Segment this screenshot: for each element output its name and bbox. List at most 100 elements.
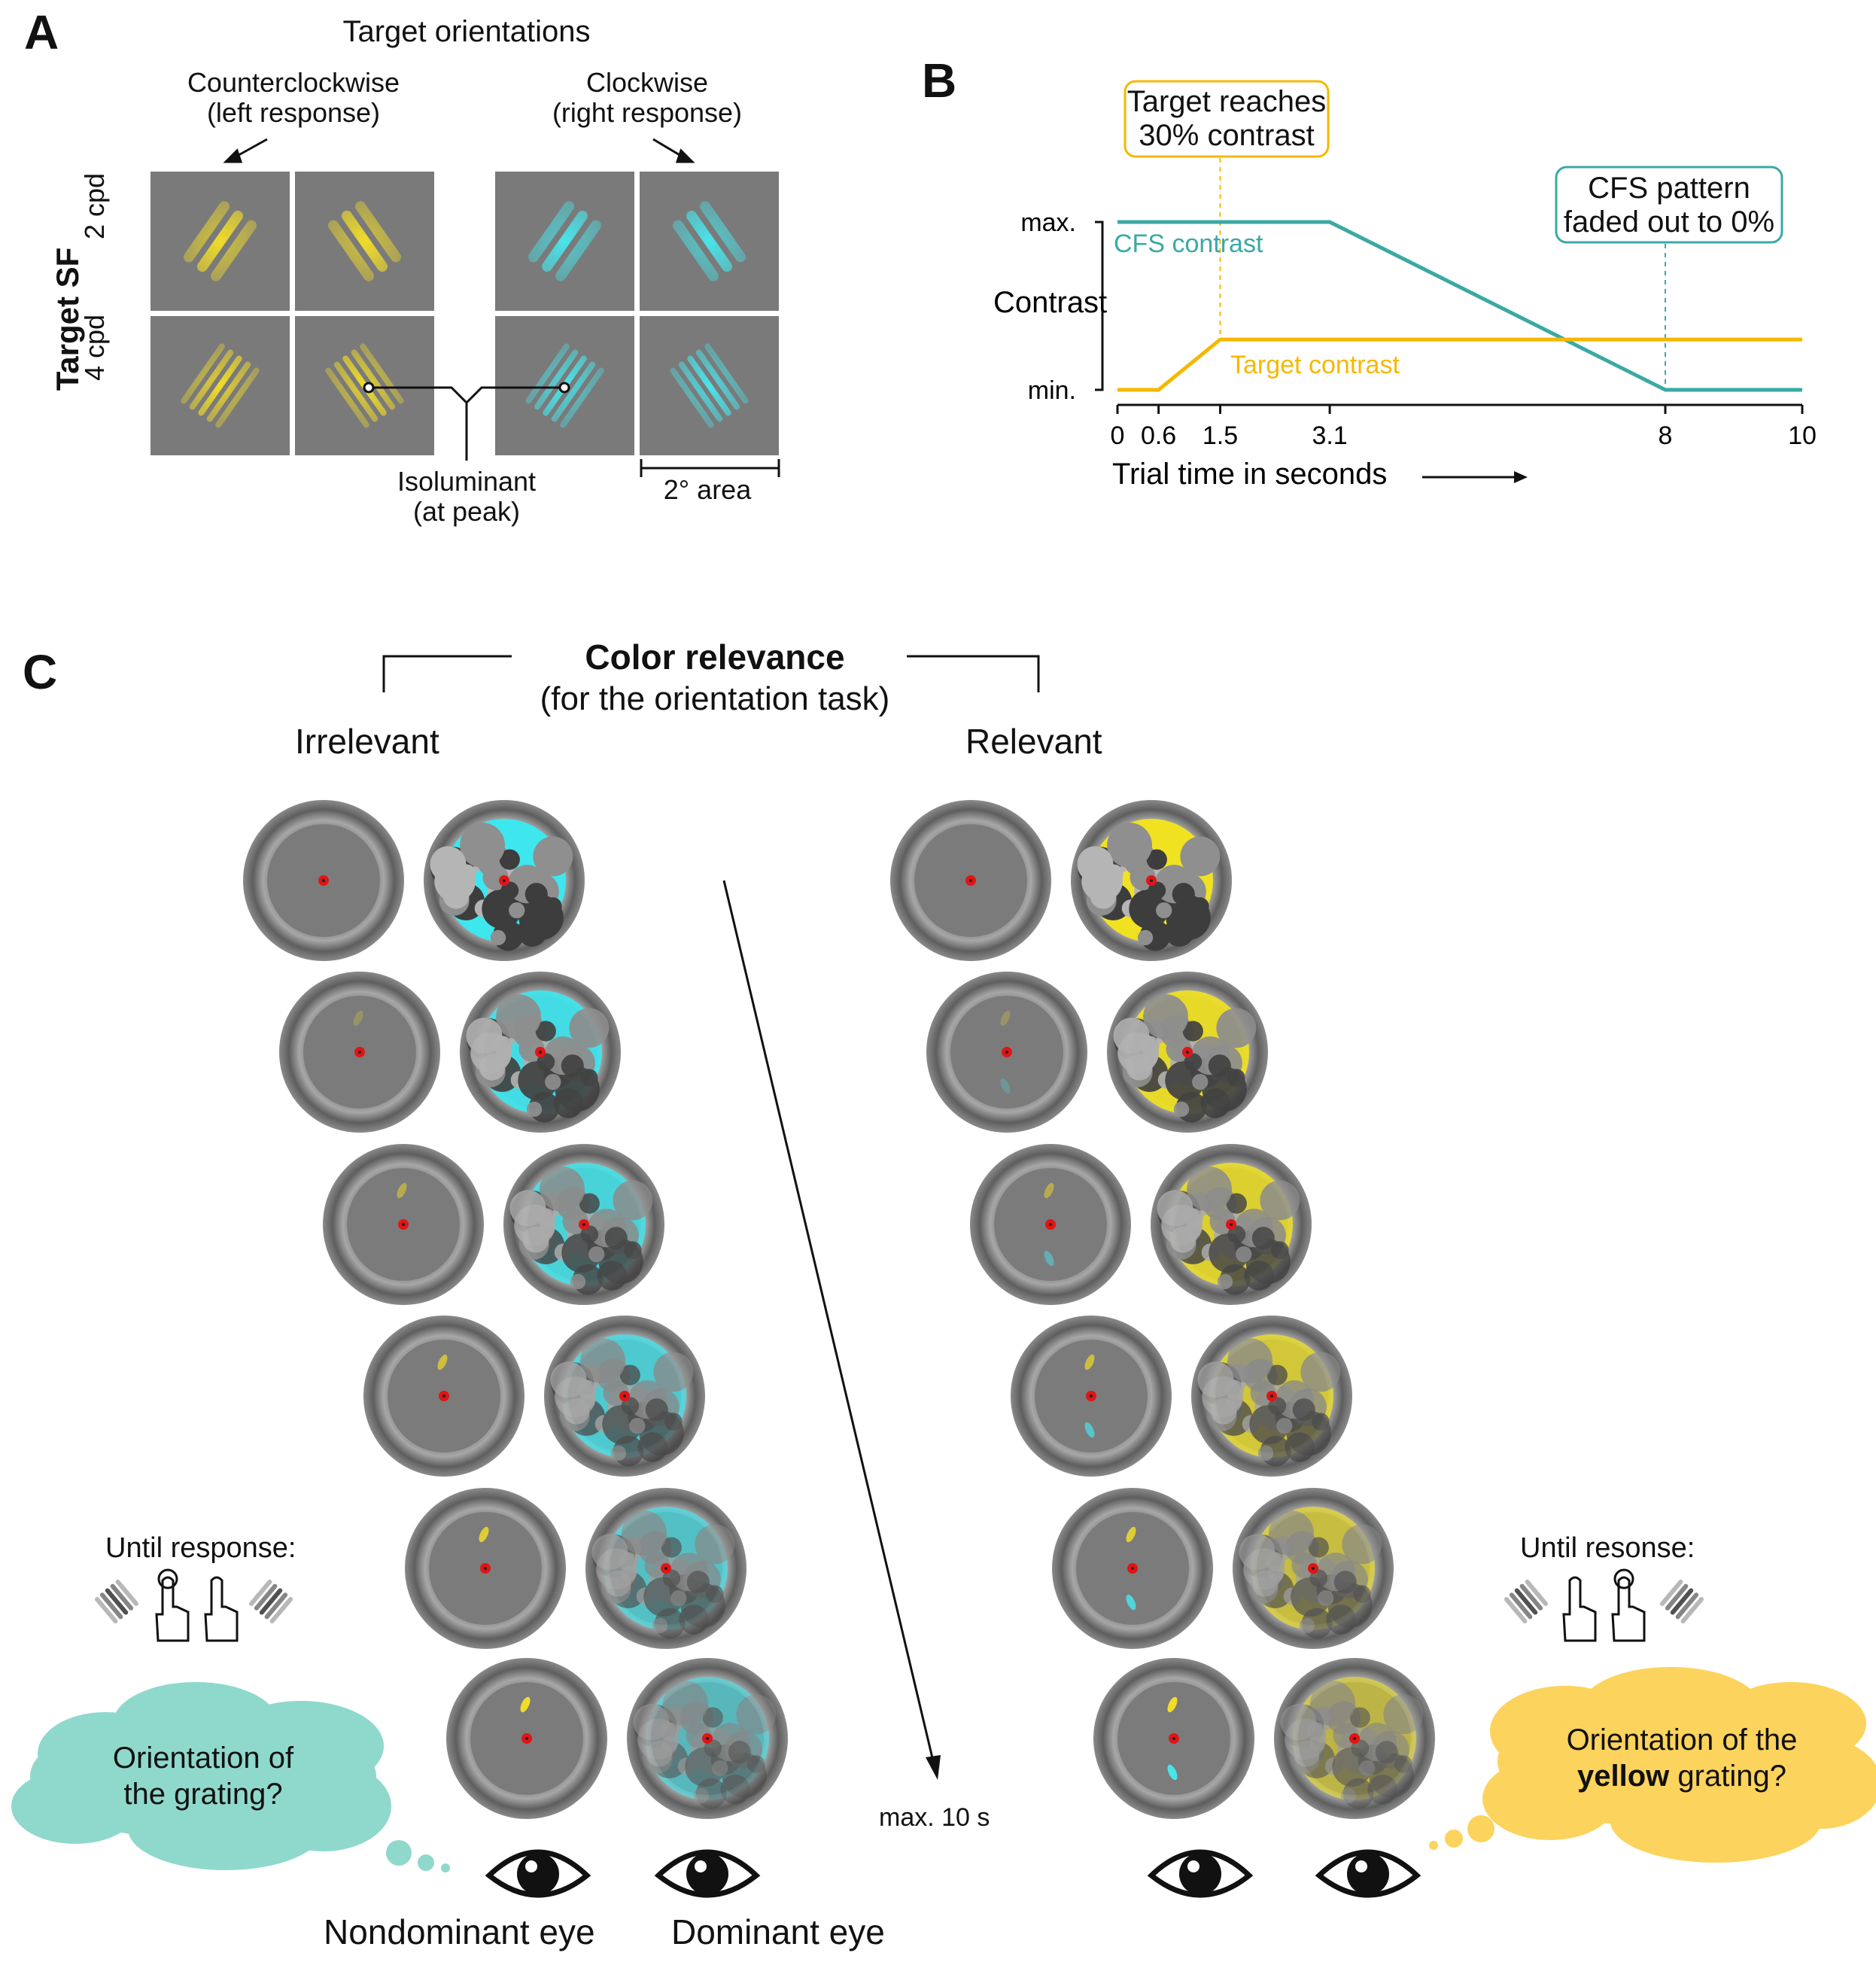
irrelevant-nondominant-disc-3 [323, 1144, 484, 1305]
irrelevant-nondominant-disc-4 [363, 1316, 524, 1477]
hint-left-grating-cw [248, 1579, 293, 1624]
relevant-nondominant-eye-icon [1147, 1849, 1254, 1898]
dominant-eye-icon [654, 1849, 761, 1898]
target-cyan [1084, 1422, 1095, 1438]
target-yellow [520, 1696, 531, 1713]
relevant-nondominant-disc-1 [890, 800, 1051, 961]
hint-right-hand-pressing [1611, 1568, 1646, 1642]
relevant-nondominant-disc-5 [1052, 1488, 1213, 1649]
target-cyan [1000, 1078, 1011, 1094]
panel-a-letter: A [24, 5, 59, 59]
target-yellow [397, 1182, 407, 1199]
x-tick-label-0: 0 [1111, 421, 1125, 450]
irrelevant-dominant-disc-5 [585, 1488, 746, 1649]
area-bracket [640, 459, 780, 477]
thought-right-text: Orientation of the yellow grating? [1543, 1722, 1821, 1794]
thought-right-line1: Orientation of the [1566, 1723, 1798, 1757]
callout-target-box [1123, 80, 1330, 158]
relevant-nondominant-disc-2 [926, 972, 1087, 1133]
time-arrow [722, 880, 941, 1780]
series-label-target: Target contrast [1230, 351, 1400, 379]
callout-target-text: Target reaches 30% contrast [1127, 85, 1327, 152]
target-yellow [437, 1354, 448, 1370]
target-cyan [1126, 1594, 1136, 1611]
relevant-dominant-disc-6 [1274, 1658, 1435, 1819]
relevant-dominant-disc-5 [1233, 1488, 1394, 1649]
relevant-nondominant-disc-3 [970, 1144, 1131, 1305]
ccw-label: Counterclockwise (left response) [187, 67, 400, 129]
panel-a-gratings [151, 138, 780, 477]
series-line-0 [1117, 220, 1802, 392]
nondominant-eye-icon [485, 1849, 591, 1898]
irrelevant-dominant-disc-1 [424, 800, 585, 961]
target-yellow [1126, 1526, 1136, 1543]
thought-bubble-left [11, 1682, 450, 1872]
panel-a-title: Target orientations [342, 15, 591, 48]
irrelevant-nondominant-disc-1 [243, 800, 404, 961]
area-label: 2° area [663, 474, 752, 505]
hint-right-grating-ccw [1504, 1579, 1549, 1624]
target-yellow [1084, 1354, 1095, 1370]
until-response-right: Until resonse: [1520, 1532, 1695, 1564]
irrelevant-dominant-disc-6 [627, 1658, 788, 1819]
irrelevant-nondominant-disc-2 [279, 972, 440, 1133]
x-tick-label-5: 10 [1788, 421, 1817, 450]
x-tick-label-3: 3.1 [1312, 421, 1347, 450]
until-response-left: Until response: [105, 1532, 296, 1564]
irrelevant-dominant-disc-4 [544, 1316, 705, 1477]
relevant-dominant-disc-2 [1107, 972, 1268, 1133]
panel-b-letter: B [922, 53, 957, 108]
x-tick-label-4: 8 [1659, 421, 1673, 450]
thought-right-line2: grating? [1669, 1760, 1786, 1793]
series-line-1 [1117, 337, 1802, 392]
irrelevant-nondominant-disc-6 [446, 1658, 607, 1819]
target-yellow [1167, 1696, 1178, 1713]
x-tick-label-2: 1.5 [1203, 421, 1238, 450]
y-axis [1095, 221, 1104, 391]
color-relevance-bracket [382, 655, 1040, 692]
relevant-dominant-disc-4 [1191, 1316, 1352, 1477]
time-limit-label: max. 10 s [879, 1803, 990, 1832]
relevant-dominant-disc-1 [1071, 800, 1232, 961]
cw-label: Clockwise (right response) [552, 67, 743, 129]
relevant-nondominant-disc-4 [1011, 1316, 1172, 1477]
irrelevant-dominant-disc-3 [503, 1144, 664, 1305]
thought-bubble-right [1429, 1667, 1876, 1863]
y-tick-min: min. [1028, 376, 1076, 405]
color-relevance-title: Color relevance [585, 637, 845, 677]
relevant-dominant-eye-icon [1315, 1849, 1421, 1898]
x-axis-label: Trial time in seconds [1112, 458, 1387, 491]
thought-left-text: Orientation of the grating? [112, 1741, 294, 1811]
relevant-nondominant-disc-6 [1093, 1658, 1254, 1819]
target-yellow [1044, 1182, 1054, 1199]
target-cyan [1167, 1764, 1178, 1781]
dominant-eye-label: Dominant eye [671, 1912, 885, 1951]
callout-cfs-box [1555, 166, 1783, 244]
callout-cfs-text: CFS pattern faded out to 0% [1563, 172, 1775, 239]
nondominant-eye-label: Nondominant eye [324, 1912, 595, 1951]
y-tick-max: max. [1020, 208, 1076, 237]
y-axis-label: Contrast [993, 286, 1107, 319]
series-label-cfs: CFS contrast [1114, 230, 1263, 258]
hint-left-hand [204, 1576, 239, 1642]
irrelevant-dominant-disc-2 [460, 972, 621, 1133]
x-tick-label-1: 0.6 [1141, 421, 1176, 450]
target-yellow [479, 1526, 489, 1543]
color-relevance-subtitle: (for the orientation task) [540, 680, 890, 717]
hint-left-hand-pressing [155, 1568, 190, 1642]
target-yellow [353, 1010, 363, 1027]
isoluminant-connector [363, 382, 570, 461]
irrelevant-label: Irrelevant [295, 722, 439, 761]
panel-c-letter: C [23, 645, 58, 699]
relevant-label: Relevant [965, 722, 1102, 761]
target-yellow [1000, 1010, 1011, 1027]
isoluminant-label: Isoluminant (at peak) [397, 466, 537, 528]
hint-right-hand [1562, 1576, 1597, 1642]
target-cyan [1044, 1250, 1054, 1267]
hint-right-grating-cw [1659, 1579, 1704, 1624]
thought-right-bold: yellow [1577, 1760, 1670, 1793]
relevant-dominant-disc-3 [1151, 1144, 1312, 1305]
irrelevant-nondominant-disc-5 [405, 1488, 566, 1649]
